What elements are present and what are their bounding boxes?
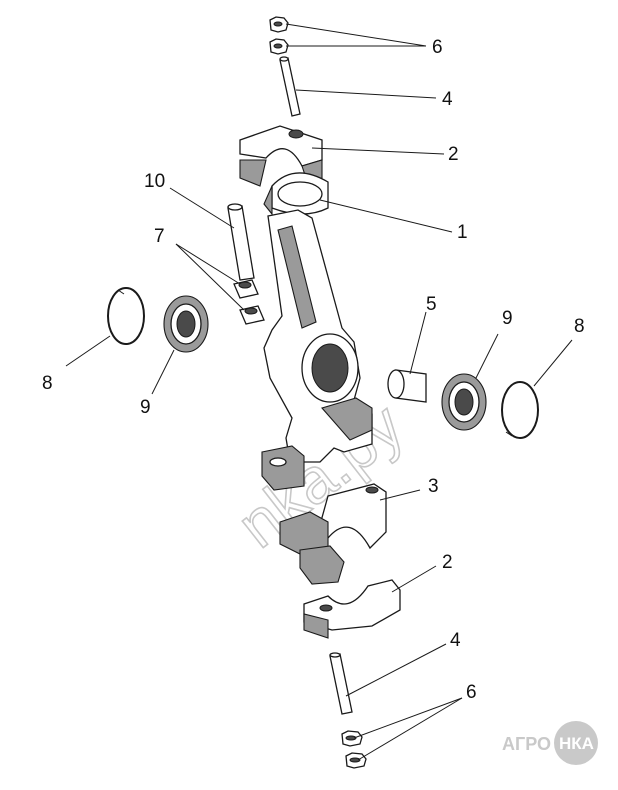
callout-bottom-bolt: 4 — [450, 630, 461, 651]
left-bearing — [163, 295, 209, 353]
callout-right-bearing: 9 — [502, 308, 513, 329]
upper-cap-inner — [263, 172, 329, 216]
callout-bushings: 7 — [154, 226, 165, 247]
callout-upper-cap-inner: 1 — [457, 222, 468, 243]
lower-cap-inner — [279, 483, 387, 585]
bottom-bolt — [329, 652, 353, 715]
callout-top-bolt: 4 — [442, 89, 453, 110]
sleeve — [387, 369, 427, 403]
callout-upper-cap-outer: 2 — [448, 144, 459, 165]
right-bearing — [441, 373, 487, 431]
steering-knuckle-body — [261, 209, 373, 491]
callout-lower-cap-inner: 3 — [428, 476, 439, 497]
logo-badge-text: НКА — [559, 734, 594, 753]
agro-nka-logo: АГРО НКА — [502, 721, 598, 765]
bushings — [233, 279, 265, 325]
lower-cap-outer — [303, 579, 401, 639]
upper-cap-outer — [239, 125, 323, 187]
pin — [227, 203, 255, 281]
logo-text: АГРО — [502, 734, 551, 754]
logo-badge-circle — [554, 721, 598, 765]
callout-sleeve: 5 — [426, 294, 437, 315]
leader-lines — [65, 23, 573, 761]
callout-pin: 10 — [144, 171, 165, 192]
callout-bottom-nut: 6 — [466, 682, 477, 703]
callout-labels: 6 4 2 1 10 7 8 9 5 9 8 3 2 4 6 — [42, 37, 585, 703]
top-bolt — [279, 56, 301, 117]
callout-left-bearing: 9 — [140, 397, 151, 418]
top-nut-pair — [269, 16, 289, 55]
callout-lower-cap-outer: 2 — [442, 552, 453, 573]
left-retaining-ring — [107, 287, 145, 345]
callout-left-ring: 8 — [42, 373, 53, 394]
callout-top-nut: 6 — [432, 37, 443, 58]
bottom-nut-pair — [341, 730, 367, 769]
callout-right-ring: 8 — [574, 316, 585, 337]
right-retaining-ring — [501, 381, 539, 439]
